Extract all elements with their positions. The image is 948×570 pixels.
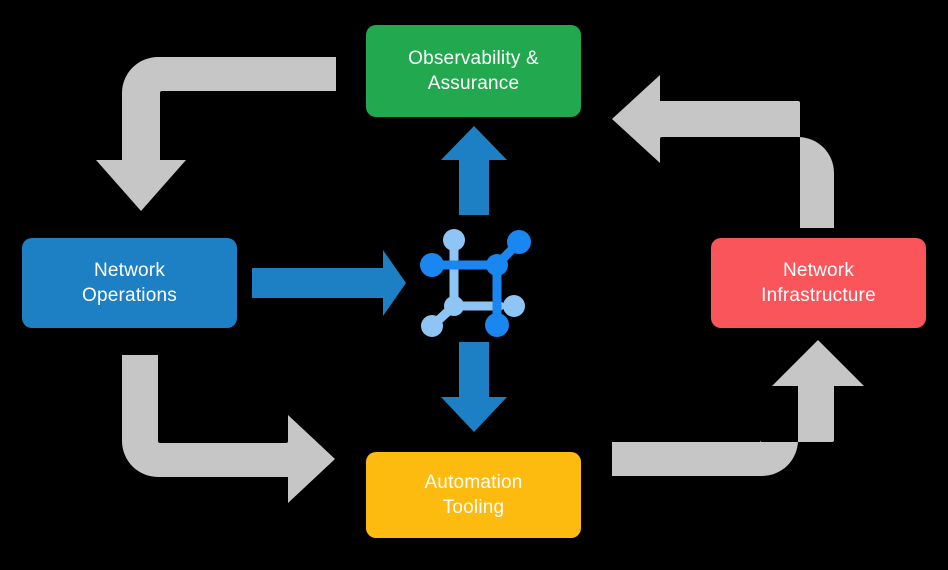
arrow-network-infrastructure-to-observability [612,75,834,228]
network-topology-icon [420,229,531,337]
box-network-infrastructure[interactable]: Network Infrastructure [711,238,926,328]
box-network-operations[interactable]: Network Operations [22,238,237,328]
arrow-network-operations-to-center [252,250,406,316]
arrow-observability-to-network-operations [96,57,336,211]
arrow-network-operations-to-automation-tooling [122,355,335,503]
box-observability-and-assurance[interactable]: Observability & Assurance [366,25,581,117]
arrow-automation-tooling-to-network-infrastructure [612,340,864,476]
box-automation-tooling[interactable]: Automation Tooling [366,452,581,538]
arrow-center-to-automation-tooling [441,342,507,432]
arrow-center-to-observability [441,126,507,215]
